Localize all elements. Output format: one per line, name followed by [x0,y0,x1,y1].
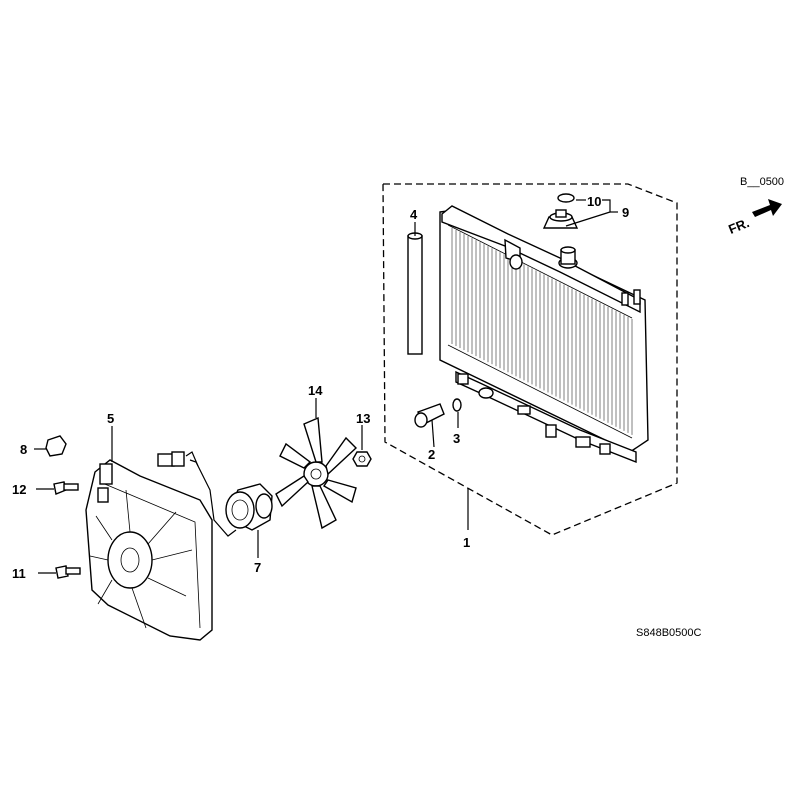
callout-11: 11 [12,566,26,581]
fan-nut [352,451,372,467]
callout-14: 14 [308,383,323,398]
cooling-fan [275,416,358,530]
drain-plug-o-ring [452,398,462,412]
callout-13: 13 [356,411,370,426]
callout-9: 9 [622,205,629,220]
radiator-cushion [407,232,423,355]
callout-1: 1 [463,535,470,550]
shroud-clip [45,435,67,457]
callout-3: 3 [453,431,460,446]
radiator-cap [542,209,579,229]
callout-10: 10 [587,194,601,209]
callout-7: 7 [254,560,261,575]
callout-5: 5 [107,411,114,426]
shroud-bolt-upper [53,481,79,495]
callout-2: 2 [428,447,435,462]
radiator-assembly-boundary [382,183,678,536]
cap-seal-ring [557,193,575,203]
radiator-fins [451,228,633,435]
fan-motor [157,451,273,537]
diagram-code-bottom: S848B0500C [636,627,701,639]
fan-shroud [85,459,213,641]
radiator [439,205,649,464]
callout-4: 4 [410,207,418,222]
front-direction-label: FR. [726,215,751,237]
diagram-code-top: B__0500 [740,176,784,188]
callout-12: 12 [12,482,26,497]
front-direction-arrow-icon [752,199,782,217]
drain-plug [414,403,445,428]
callout-8: 8 [20,442,27,457]
shroud-bolt-lower [55,565,81,579]
